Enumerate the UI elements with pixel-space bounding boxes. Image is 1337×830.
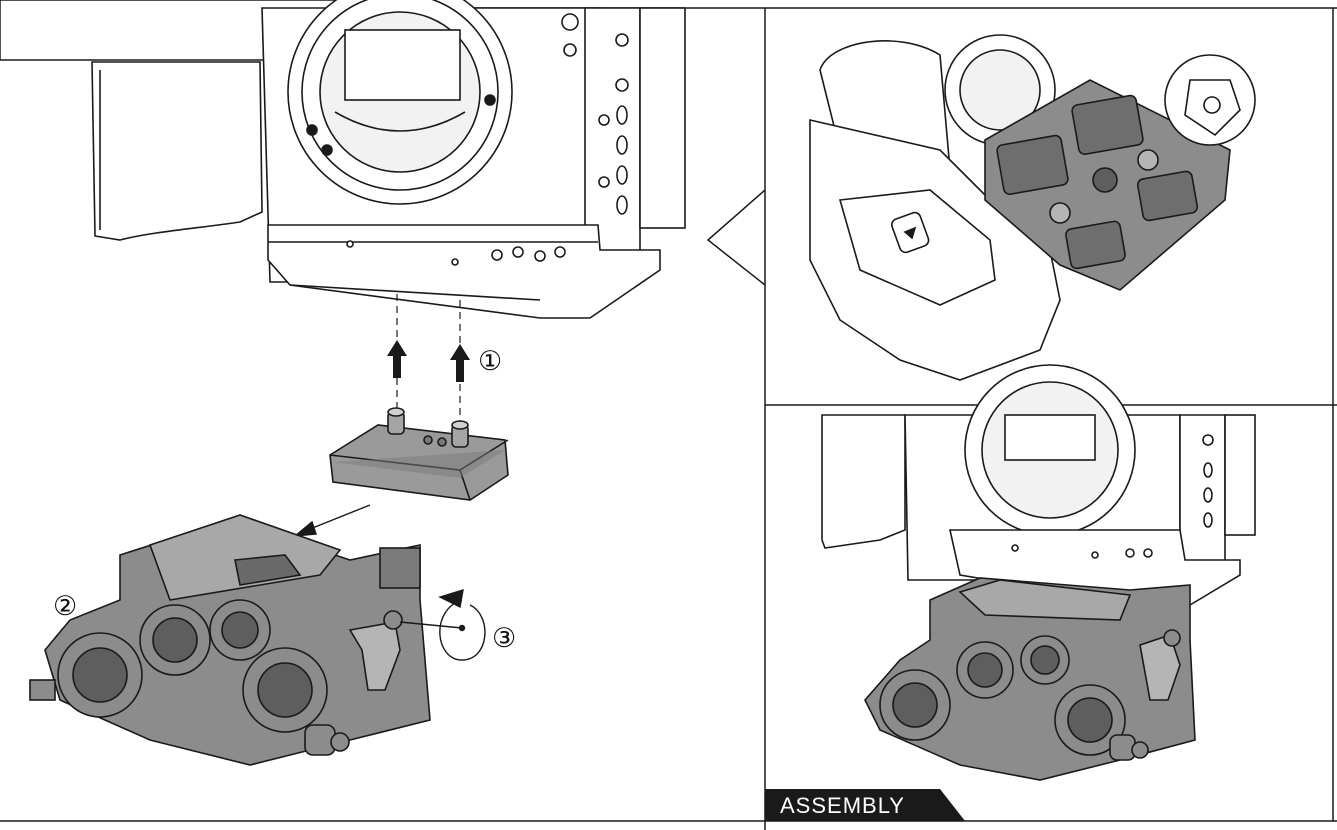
assembly-badge-shape <box>765 789 965 821</box>
detail-panel-underside <box>809 34 1256 381</box>
assembly-badge-label: ASSEMBLY <box>780 793 905 818</box>
step-2-label: ② <box>53 591 78 621</box>
quick-release-plate <box>329 407 509 501</box>
panel-borders <box>0 7 1337 830</box>
step-1-label: ① <box>478 346 503 376</box>
rod-baseplate-left <box>29 514 431 766</box>
camera-cage-main <box>91 0 686 319</box>
slide-arrow-icon <box>292 504 371 537</box>
rotate-arrow-icon <box>399 588 486 661</box>
assembled-view <box>821 364 1256 781</box>
arrow-up-icon <box>387 340 470 382</box>
step-3-label: ③ <box>492 623 517 653</box>
